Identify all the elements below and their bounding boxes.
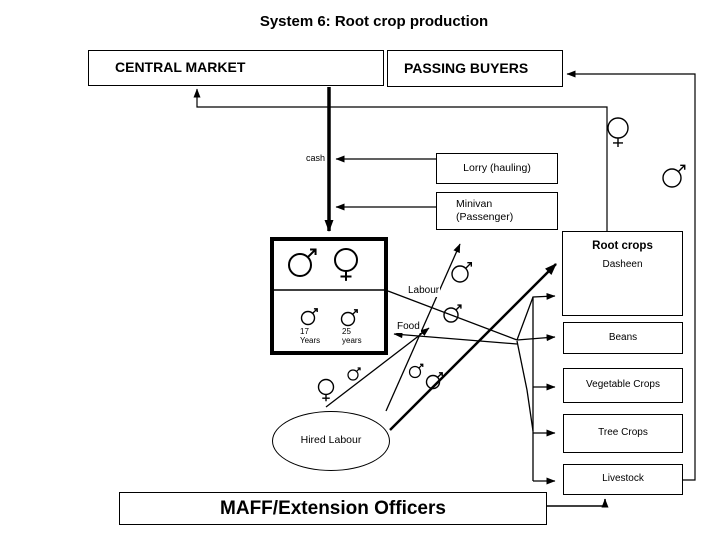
vegetable-crops-box: Vegetable Crops xyxy=(563,368,683,403)
vegetable-crops-box-label: Vegetable Crops xyxy=(586,379,660,391)
maff-extension-box-label: MAFF/Extension Officers xyxy=(220,497,446,519)
maff-extension-box: MAFF/Extension Officers xyxy=(119,492,547,525)
root-crops-box-sublabel: Dasheen xyxy=(602,259,643,271)
livestock-box: Livestock xyxy=(563,464,683,495)
passing-buyers-box-label: PASSING BUYERS xyxy=(404,59,529,76)
beans-box-label: Beans xyxy=(608,331,638,343)
tree-crops-box-label: Tree Crops xyxy=(598,427,648,439)
livestock-box-label: Livestock xyxy=(602,473,644,485)
hired-labour-ellipse-label: Hired Labour xyxy=(300,434,362,447)
lorry-box: Lorry (hauling) xyxy=(436,153,558,184)
beans-box: Beans xyxy=(563,322,683,354)
central-market-box-label: CENTRAL MARKET xyxy=(115,59,246,76)
tree-crops-box: Tree Crops xyxy=(563,414,683,453)
root-crops-box-label: Root crops xyxy=(592,240,653,252)
minivan-box: Minivan (Passenger) xyxy=(436,192,558,230)
passing-buyers-box: PASSING BUYERS xyxy=(387,50,563,87)
household-box xyxy=(270,237,388,355)
hired-labour-ellipse: Hired Labour xyxy=(272,411,390,471)
diagram-title: System 6: Root crop production xyxy=(259,13,489,30)
central-market-box: CENTRAL MARKET xyxy=(88,50,384,86)
lorry-box-label: Lorry (hauling) xyxy=(463,161,531,174)
minivan-box-label: Minivan (Passenger) xyxy=(456,197,514,223)
